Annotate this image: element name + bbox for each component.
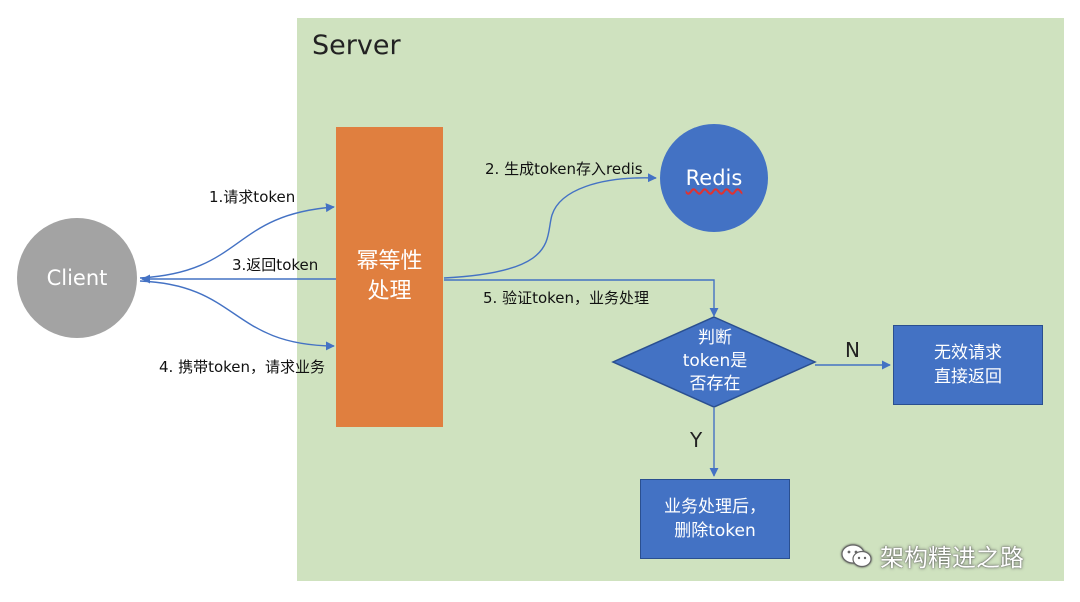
watermark: 架构精进之路 (840, 538, 1024, 573)
process-line1: 业务处理后， (664, 497, 766, 517)
process-line2: 删除token (674, 521, 756, 541)
label-store-token: 2. 生成token存入redis (485, 160, 643, 178)
decision-label: 判断 token是 否存在 (614, 316, 816, 406)
watermark-text: 架构精进之路 (880, 544, 1024, 572)
process-node: 业务处理后， 删除token (640, 479, 790, 559)
label-verify-token: 5. 验证token，业务处理 (483, 289, 650, 307)
edge-store-token (443, 173, 657, 279)
reject-node: 无效请求 直接返回 (893, 325, 1043, 405)
edge-verify-token (444, 279, 719, 317)
label-carry-token: 4. 携带token，请求业务 (159, 358, 326, 376)
decision-line2: token是 (682, 350, 748, 371)
edge-request-token (139, 203, 335, 279)
redis-node: Redis (660, 124, 768, 232)
branch-no-label: N (845, 338, 860, 362)
decision-diamond (611, 316, 817, 408)
idempotency-line1: 幂等性 (356, 249, 423, 274)
redis-label: Redis (685, 166, 743, 190)
label-return-token: 3.返回token (232, 256, 319, 274)
reject-line1: 无效请求 (934, 343, 1002, 363)
client-label: Client (46, 266, 108, 290)
idempotency-node: 幂等性 处理 (336, 127, 443, 427)
label-request-token: 1.请求token (209, 188, 296, 206)
reject-line2: 直接返回 (934, 367, 1002, 387)
branch-yes-label: Y (690, 428, 703, 452)
decision-line1: 判断 (698, 327, 732, 348)
decision-line3: 否存在 (689, 373, 741, 394)
idempotency-line2: 处理 (367, 279, 412, 304)
client-node: Client (17, 218, 137, 338)
edge-carry-token (139, 280, 335, 351)
server-title: Server (312, 30, 401, 61)
wechat-icon (841, 543, 872, 567)
